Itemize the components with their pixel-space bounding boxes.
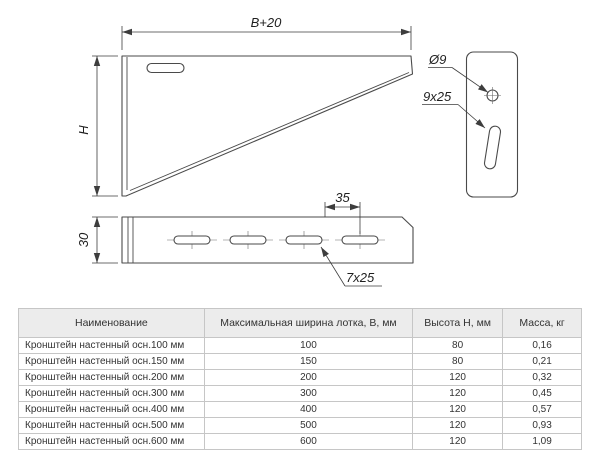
value-cell: 0,16	[502, 337, 582, 354]
value-cell: 150	[203, 353, 414, 370]
bracket-side-outline	[121, 55, 414, 197]
column-header: Наименование	[18, 308, 205, 338]
value-cell: 0,57	[502, 401, 582, 418]
base-slot-label: 7x25	[346, 270, 375, 285]
dim-height-label: H	[76, 125, 91, 135]
end-slot	[483, 125, 502, 170]
value-cell: 400	[203, 401, 414, 418]
callout-base-slot: 7x25	[320, 246, 382, 287]
value-cell: 120	[412, 433, 504, 450]
base-slot	[229, 235, 267, 245]
item-name-cell: Кронштейн настенный осн.300 мм	[18, 385, 205, 402]
value-cell: 0,21	[502, 353, 582, 370]
side-top-slot	[146, 62, 185, 74]
value-cell: 120	[412, 417, 504, 434]
column-header: Масса, кг	[502, 308, 582, 338]
value-cell: 120	[412, 401, 504, 418]
dim-width: B+20	[121, 15, 412, 50]
value-cell: 0,93	[502, 417, 582, 434]
dim-width-label: B+20	[251, 15, 282, 30]
item-name-cell: Кронштейн настенный осн.600 мм	[18, 433, 205, 450]
leader-line	[320, 246, 346, 287]
base-slot	[341, 235, 379, 245]
side-view	[121, 55, 414, 197]
value-cell: 100	[203, 337, 414, 354]
end-plate-outline	[465, 51, 519, 198]
base-slot	[173, 235, 211, 245]
bottom-view	[121, 216, 414, 264]
base-height-label: 30	[76, 232, 91, 247]
value-cell: 80	[412, 337, 504, 354]
value-cell: 200	[203, 369, 414, 386]
dim-base-height: 30	[76, 216, 118, 264]
callout-hole: Ø9	[428, 52, 489, 93]
value-cell: 120	[412, 385, 504, 402]
column-header: Высота H, мм	[412, 308, 504, 338]
leader-line	[457, 104, 486, 129]
value-cell: 80	[412, 353, 504, 370]
dim-slot-spacing: 35	[324, 190, 361, 234]
callout-end-slot: 9x25	[422, 89, 486, 129]
value-cell: 0,45	[502, 385, 582, 402]
column-header: Максимальная ширина лотка, В, мм	[203, 308, 414, 338]
item-name-cell: Кронштейн настенный осн.200 мм	[18, 369, 205, 386]
value-cell: 300	[203, 385, 414, 402]
item-name-cell: Кронштейн настенный осн.150 мм	[18, 353, 205, 370]
value-cell: 500	[203, 417, 414, 434]
end-slot-label: 9x25	[423, 89, 452, 104]
item-name-cell: Кронштейн настенный осн.100 мм	[18, 337, 205, 354]
technical-drawing: B+20 H Ø9 9x25	[76, 15, 519, 287]
item-name-cell: Кронштейн настенный осн.400 мм	[18, 401, 205, 418]
slot-spacing-label: 35	[335, 190, 350, 205]
value-cell: 120	[412, 369, 504, 386]
hole-diameter-label: Ø9	[428, 52, 446, 67]
leader-line	[451, 67, 489, 93]
base-slots	[167, 231, 385, 249]
value-cell: 0,32	[502, 369, 582, 386]
end-view	[465, 51, 519, 198]
value-cell: 1,09	[502, 433, 582, 450]
item-name-cell: Кронштейн настенный осн.500 мм	[18, 417, 205, 434]
side-inner-hypotenuse	[129, 72, 410, 191]
value-cell: 600	[203, 433, 414, 450]
dim-height: H	[76, 55, 118, 197]
base-slot	[285, 235, 323, 245]
